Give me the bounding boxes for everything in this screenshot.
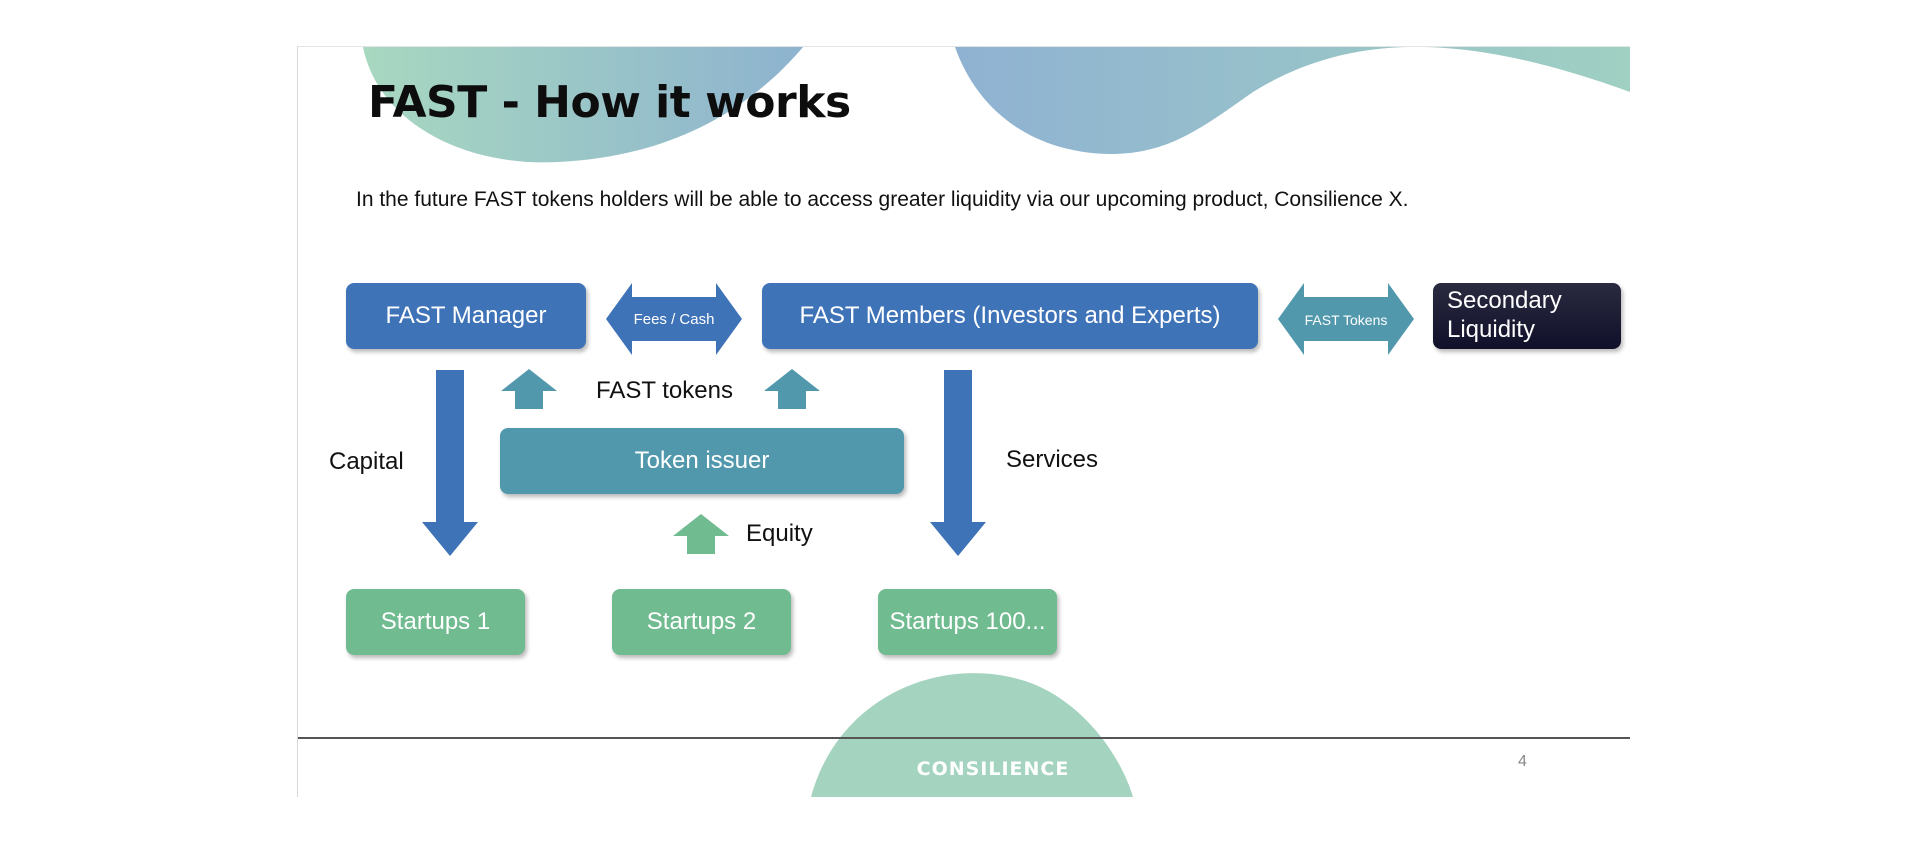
fast-tokens-up-arrow-left-icon (501, 369, 557, 409)
startups-100-box: Startups 100... (878, 589, 1057, 655)
capital-down-arrow-icon (422, 370, 478, 556)
token-issuer-box: Token issuer (500, 428, 904, 494)
top-right-blob (955, 47, 1630, 155)
fast-tokens-connector-label: FAST Tokens (1304, 311, 1388, 328)
fast-members-box: FAST Members (Investors and Experts) (762, 283, 1258, 349)
services-down-arrow-icon (930, 370, 986, 556)
fees-cash-label: Fees / Cash (633, 311, 715, 328)
footer-divider (298, 737, 1630, 739)
equity-up-arrow-icon (673, 514, 729, 554)
capital-label: Capital (329, 448, 404, 475)
fast-manager-box: FAST Manager (346, 283, 586, 349)
page-title: FAST - How it works (368, 77, 851, 128)
fast-tokens-label: FAST tokens (596, 377, 733, 404)
fast-tokens-double-arrow-icon (1278, 283, 1414, 355)
services-label: Services (1006, 446, 1099, 473)
startups-1-box: Startups 1 (346, 589, 525, 655)
page-subtitle: In the future FAST tokens holders will b… (356, 188, 1409, 211)
secondary-liquidity-box: Secondary Liquidity (1433, 283, 1621, 349)
top-left-blob (363, 47, 803, 163)
fast-tokens-up-arrow-right-icon (764, 369, 820, 409)
slide: FAST - How it works In the future FAST t… (297, 46, 1630, 797)
equity-label: Equity (746, 520, 813, 547)
consilience-logo: CONSILIENCE (916, 758, 1070, 780)
startups-2-box: Startups 2 (612, 589, 791, 655)
decorative-background (363, 47, 1630, 797)
bottom-blob (811, 673, 1133, 797)
page-number: 4 (1518, 753, 1527, 770)
fees-cash-double-arrow-icon (606, 283, 742, 355)
